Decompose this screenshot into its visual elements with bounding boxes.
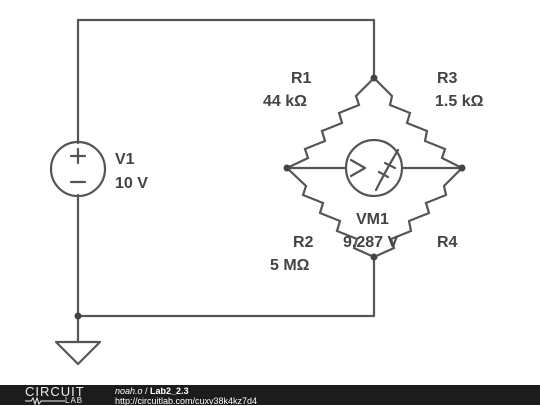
voltmeter-vm1[interactable] (285, 138, 464, 198)
r3-value-label: 1.5 kΩ (435, 93, 484, 110)
footer-bar: CIRCUIT LAB noah.o / Lab2_2.3 http://cir… (0, 385, 540, 406)
resistor-r3[interactable] (373, 77, 463, 169)
resistor-r1[interactable] (286, 77, 375, 169)
voltmeter-tick-1 (377, 170, 390, 179)
r2-value-label: 5 MΩ (270, 257, 310, 274)
r2-name-label: R2 (293, 234, 314, 251)
r4-name-label: R4 (437, 234, 458, 251)
node-left (283, 164, 291, 172)
vm1-name-label: VM1 (356, 211, 389, 228)
wire-top-loop (76, 18, 376, 145)
logo-waveform-icon (25, 397, 65, 405)
node-right (458, 164, 466, 172)
resistor-r2[interactable] (286, 167, 375, 259)
v1-name-label: V1 (115, 151, 135, 168)
circuitlab-logo[interactable]: CIRCUIT LAB (25, 385, 95, 405)
voltage-source-v1[interactable] (49, 140, 107, 198)
resistor-r4[interactable] (373, 167, 463, 259)
r3-name-label: R3 (437, 70, 458, 87)
node-top (370, 74, 378, 82)
node-bottom (370, 253, 378, 261)
voltmeter-needle-icon (374, 148, 400, 192)
voltmeter-arrow-icon (349, 158, 367, 178)
voltage-source-symbol (49, 140, 107, 198)
resistor-r3-zigzag (373, 77, 463, 169)
vm1-value-label: 9.287 V (343, 234, 398, 251)
r1-name-label: R1 (291, 70, 312, 87)
v1-value-label: 10 V (115, 175, 148, 192)
voltmeter-tick-2 (383, 161, 397, 170)
node-ground (74, 312, 82, 320)
resistor-r4-zigzag (373, 167, 463, 259)
schematic-canvas: V1 10 V R1 44 kΩ R3 1.5 kΩ R2 5 MΩ R4 VM… (49, 18, 484, 366)
logo-text-lab: LAB (65, 396, 84, 405)
resistor-r1-zigzag (286, 77, 375, 169)
wire-bottom-loop (76, 193, 376, 318)
footer-meta: noah.o / Lab2_2.3 http://circuitlab.com/… (115, 386, 257, 406)
circuit-title-link[interactable]: Lab2_2.3 (150, 386, 189, 396)
author-link[interactable]: noah.o (115, 386, 143, 396)
r1-value-label: 44 kΩ (263, 93, 307, 110)
resistor-r2-zigzag (286, 167, 375, 259)
ground-icon (54, 340, 102, 366)
circuit-schematic: V1 10 V R1 44 kΩ R3 1.5 kΩ R2 5 MΩ R4 VM… (49, 18, 484, 366)
circuit-url-link[interactable]: http://circuitlab.com/cuxv38k4kz7d4 (115, 396, 258, 406)
logo-text-circuit: CIRCUIT (25, 384, 85, 399)
voltmeter-icon (344, 138, 404, 198)
path-separator: / (142, 386, 151, 396)
